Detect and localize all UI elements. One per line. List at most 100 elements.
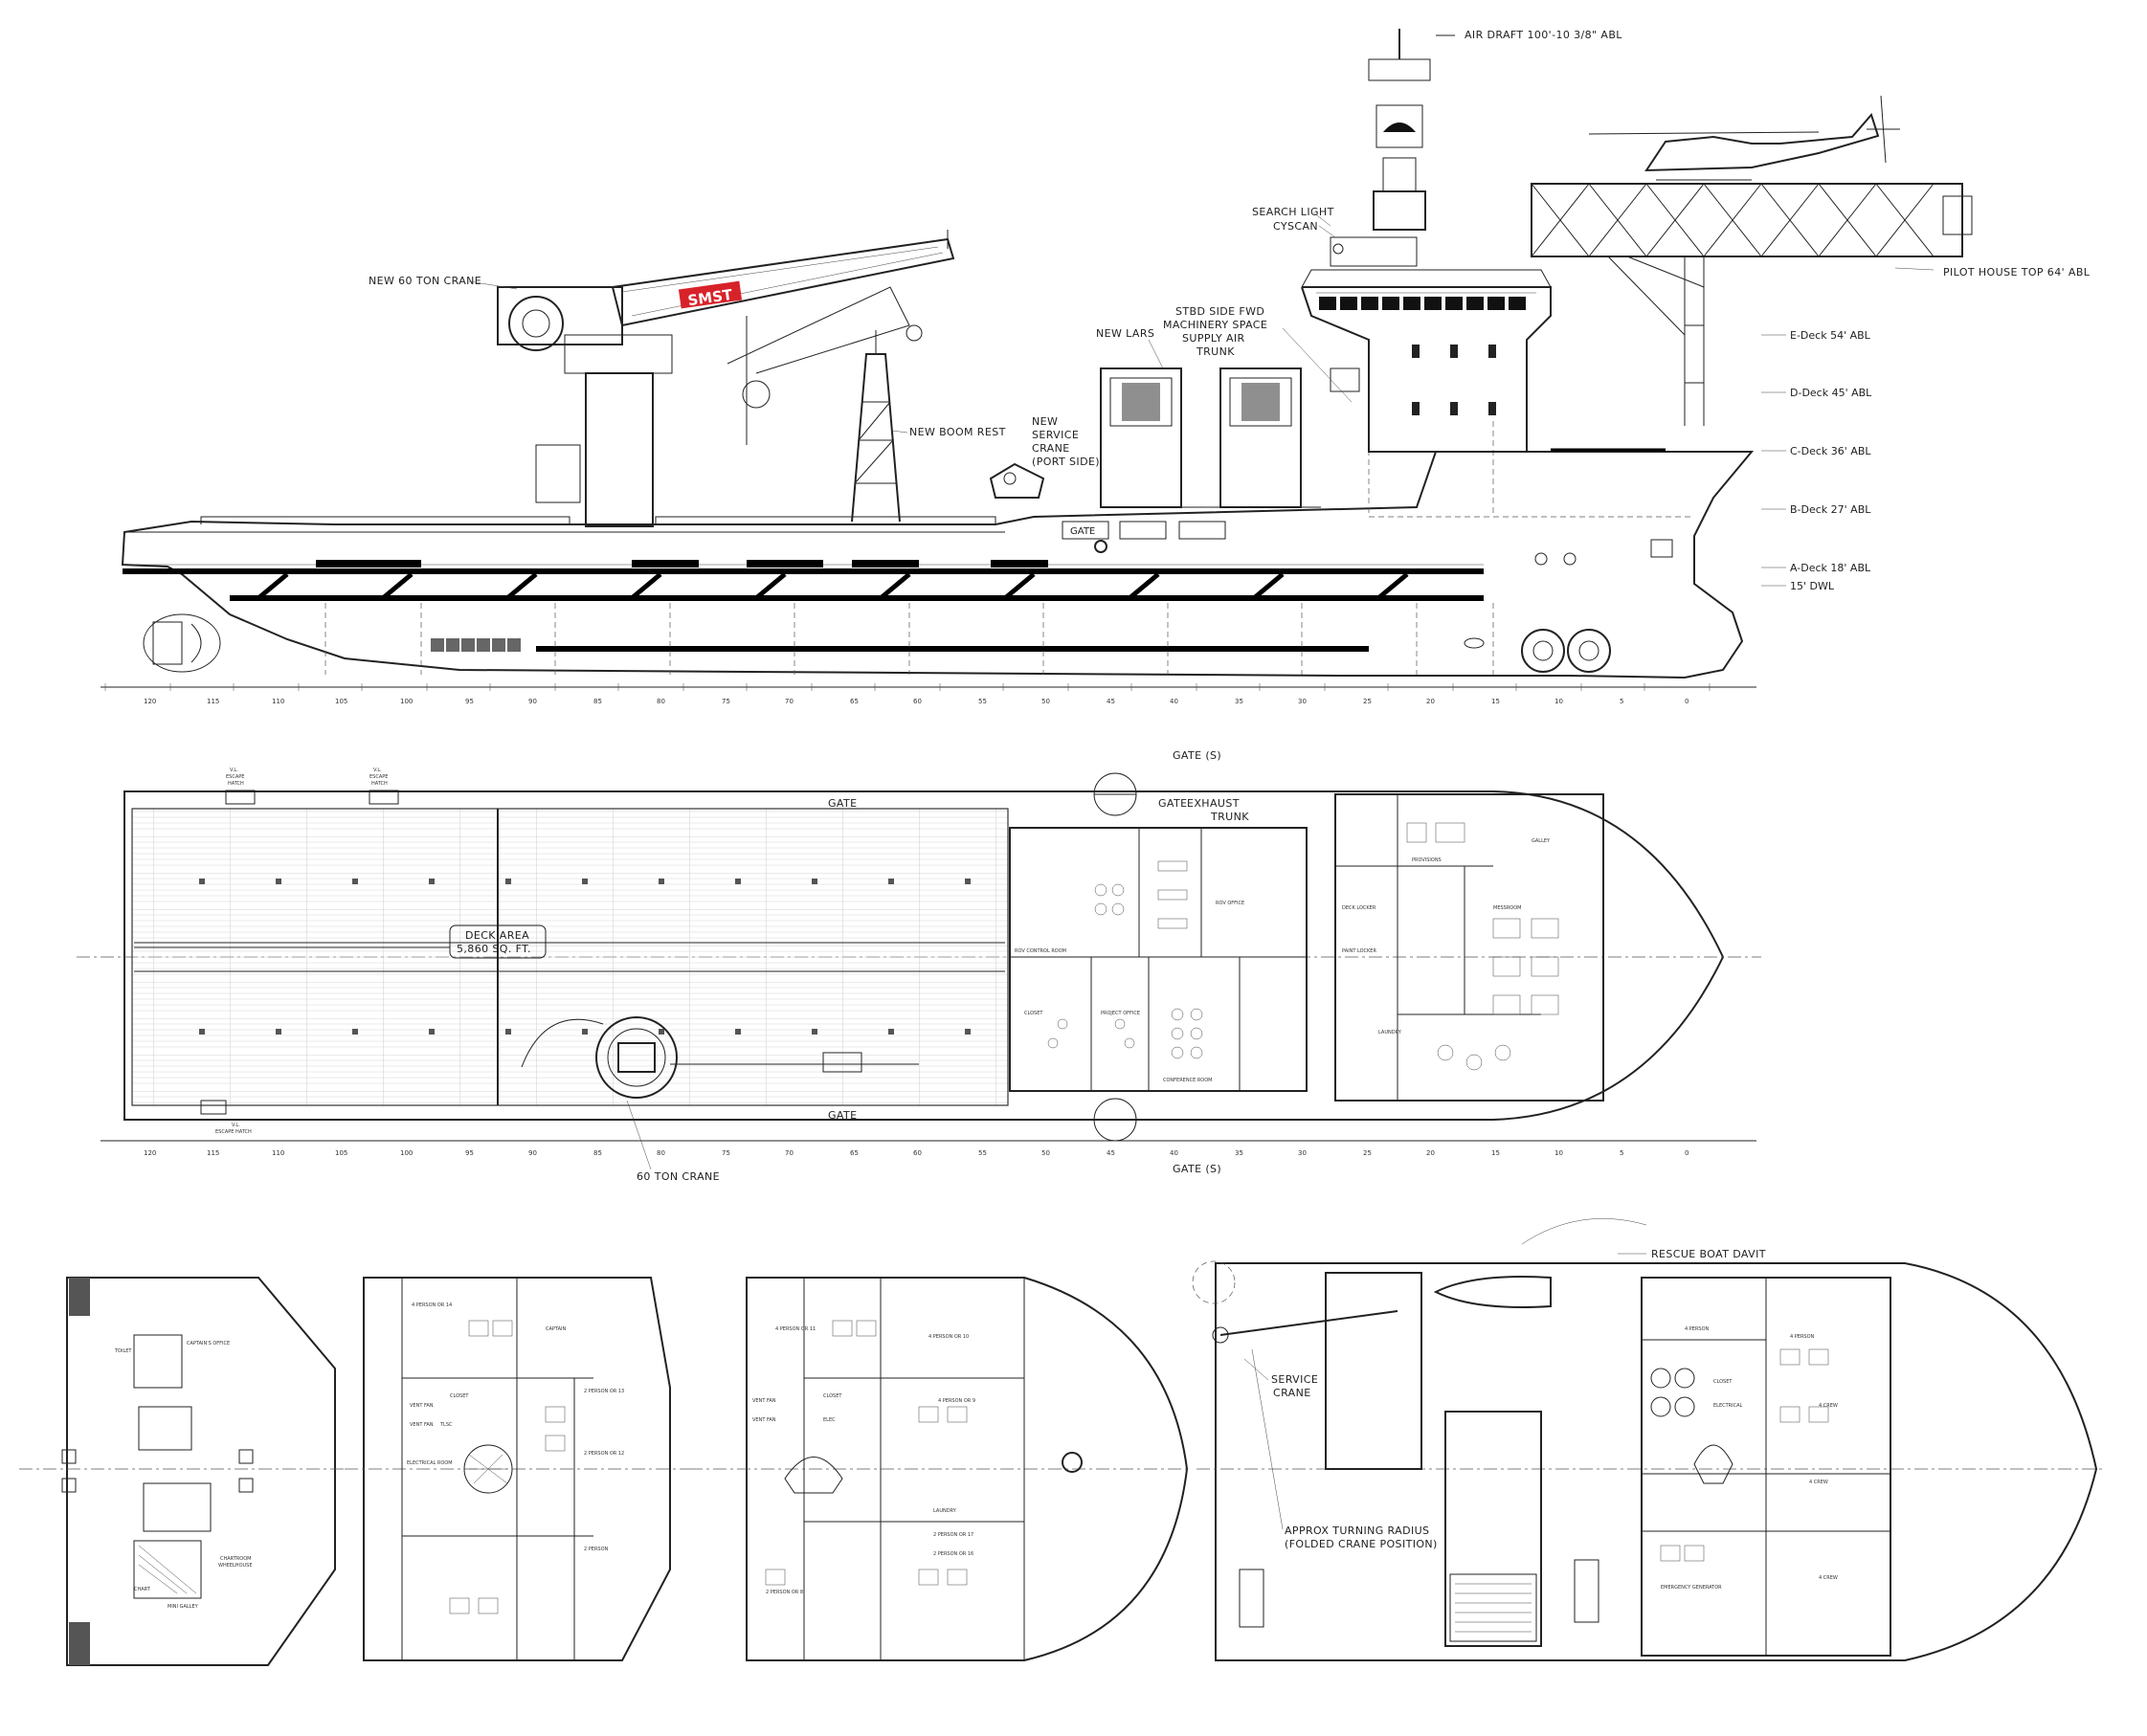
escape-hatches: V.L. ESCAPE HATCH V.L. ESCAPE HATCH V.L.… [200, 768, 399, 1135]
crane-plan-label: 60 TON CRANE [637, 1170, 720, 1183]
svg-text:70: 70 [785, 698, 794, 705]
svg-text:CRANE: CRANE [1032, 442, 1070, 455]
turning-radius-label-2: (FOLDED CRANE POSITION) [1285, 1538, 1438, 1550]
svg-text:V.L.: V.L. [230, 768, 238, 773]
svg-text:ELEC: ELEC [823, 1417, 836, 1423]
svg-text:CAPTAIN'S OFFICE: CAPTAIN'S OFFICE [187, 1341, 230, 1347]
svg-text:2 PERSON OR 16: 2 PERSON OR 16 [933, 1551, 973, 1557]
stern-tanks [431, 638, 521, 652]
pilot-house-top-label: PILOT HOUSE TOP 64' ABL [1943, 266, 2091, 278]
svg-text:4 PERSON: 4 PERSON [1790, 1334, 1815, 1340]
svg-text:55: 55 [978, 698, 987, 705]
svg-text:4 PERSON OR 11: 4 PERSON OR 11 [775, 1326, 816, 1332]
svg-text:ELECTRICAL ROOM: ELECTRICAL ROOM [407, 1460, 453, 1466]
svg-text:CLOSET: CLOSET [1713, 1379, 1733, 1385]
frame-numbers-plan: 120 115 110 105 100 95 90 85 80 75 70 65… [144, 1149, 1689, 1157]
hull-outline [121, 451, 1755, 679]
svg-text:SUPPLY AIR: SUPPLY AIR [1182, 332, 1245, 345]
svg-text:TRUNK: TRUNK [1196, 345, 1235, 358]
mast [1330, 29, 1431, 267]
svg-text:60: 60 [913, 1149, 922, 1157]
deck-area-value: 5,860 SQ. FT. [457, 943, 531, 955]
svg-text:60: 60 [913, 698, 922, 705]
svg-text:2 PERSON OR 8: 2 PERSON OR 8 [766, 1590, 803, 1595]
svg-text:V.L.: V.L. [232, 1123, 240, 1128]
svg-text:MINI GALLEY: MINI GALLEY [168, 1604, 199, 1610]
gate-s-bottom-label: GATE (S) [1173, 1163, 1221, 1175]
svg-text:CHART: CHART [134, 1587, 151, 1592]
svg-text:100: 100 [400, 698, 413, 705]
gate-label-mid: GATE [1158, 797, 1187, 810]
svg-text:TOILET: TOILET [114, 1348, 132, 1354]
svg-text:110: 110 [272, 1149, 284, 1157]
svg-text:4 PERSON OR 10: 4 PERSON OR 10 [928, 1334, 969, 1340]
svg-text:65: 65 [850, 698, 859, 705]
svg-text:90: 90 [528, 1149, 537, 1157]
svg-text:105: 105 [335, 698, 347, 705]
svg-text:ESCAPE: ESCAPE [226, 774, 244, 780]
svg-text:120: 120 [144, 698, 156, 705]
svg-text:D-Deck 45' ABL: D-Deck 45' ABL [1790, 387, 1872, 399]
svg-text:MACHINERY SPACE: MACHINERY SPACE [1163, 319, 1267, 331]
svg-text:NEW: NEW [1032, 415, 1058, 428]
svg-text:115: 115 [207, 1149, 219, 1157]
svg-text:0: 0 [1685, 1149, 1689, 1157]
boom-rest [851, 330, 901, 523]
deck-diagonals [257, 572, 1409, 600]
svg-text:70: 70 [785, 1149, 794, 1157]
gate-label-bottom: GATE [828, 1109, 857, 1122]
svg-text:2 PERSON OR 13: 2 PERSON OR 13 [584, 1389, 624, 1394]
svg-text:2 PERSON OR 17: 2 PERSON OR 17 [933, 1532, 973, 1538]
svg-text:CLOSET: CLOSET [450, 1393, 469, 1399]
svg-text:ROV OFFICE: ROV OFFICE [1216, 901, 1244, 906]
frame-ticks-profile [104, 683, 1711, 691]
svg-text:MESSROOM: MESSROOM [1493, 905, 1521, 911]
d-deck-plan: 4 PERSON OR 14 CAPTAIN 2 PERSON OR 13 2 … [345, 1277, 689, 1661]
deck-area-label: DECK AREA [465, 929, 529, 942]
svg-text:75: 75 [722, 1149, 730, 1157]
svg-text:PROJECT OFFICE: PROJECT OFFICE [1101, 1011, 1140, 1016]
service-crane-label-2: CRANE [1273, 1387, 1311, 1399]
gate-s-top-label: GATE (S) [1173, 749, 1221, 762]
svg-text:115: 115 [207, 698, 219, 705]
svg-text:15: 15 [1491, 698, 1500, 705]
svg-text:VENT FAN: VENT FAN [752, 1398, 776, 1404]
svg-text:40: 40 [1170, 1149, 1178, 1157]
svg-text:55: 55 [978, 1149, 987, 1157]
svg-text:25: 25 [1363, 698, 1372, 705]
svg-text:4 CREW: 4 CREW [1819, 1575, 1838, 1581]
svg-text:HATCH: HATCH [228, 781, 244, 787]
main-deck-plan: 120 115 110 105 100 95 90 85 80 75 70 65… [77, 749, 1761, 1183]
svg-text:VENT FAN: VENT FAN [410, 1403, 434, 1409]
svg-text:WHEELHOUSE: WHEELHOUSE [218, 1563, 253, 1569]
helideck [1531, 183, 1973, 426]
svg-text:4 PERSON OR 14: 4 PERSON OR 14 [412, 1302, 452, 1308]
air-draft-label: AIR DRAFT 100'-10 3/8" ABL [1465, 29, 1622, 41]
svg-text:30: 30 [1298, 698, 1307, 705]
exhaust-trunk-label-1: EXHAUST [1187, 797, 1240, 810]
svg-text:10: 10 [1554, 1149, 1563, 1157]
bow-thrusters [1464, 629, 1611, 673]
svg-text:30: 30 [1298, 1149, 1307, 1157]
svg-text:95: 95 [465, 698, 474, 705]
svg-text:PROVISIONS: PROVISIONS [1412, 857, 1442, 863]
svg-text:PAINT LOCKER: PAINT LOCKER [1342, 948, 1376, 954]
svg-text:15: 15 [1491, 1149, 1500, 1157]
svg-text:120: 120 [144, 1149, 156, 1157]
b-deck-plan: 4 PERSON 4 PERSON 4 CREW 4 CREW 4 CREW E… [1192, 1218, 2106, 1661]
svg-text:85: 85 [593, 1149, 602, 1157]
galley-mess-block: PROVISIONS GALLEY MESSROOM DECK LOCKER P… [1334, 793, 1604, 1102]
stbd-trunk-label: STBD SIDE FWD MACHINERY SPACE SUPPLY AIR… [1163, 305, 1267, 358]
svg-text:5: 5 [1620, 1149, 1623, 1157]
svg-text:STBD SIDE FWD: STBD SIDE FWD [1175, 305, 1264, 318]
svg-text:35: 35 [1235, 698, 1243, 705]
cargo-deck-grid [131, 808, 1009, 1106]
svg-text:75: 75 [722, 698, 730, 705]
lars-frames [1100, 367, 1321, 508]
svg-text:CLOSET: CLOSET [1024, 1011, 1043, 1016]
deck-thick-plates [316, 560, 1048, 568]
frame-numbers-profile: 120 115 110 105 100 95 90 85 80 75 70 65… [144, 698, 1689, 705]
svg-text:ESCAPE: ESCAPE [369, 774, 388, 780]
new-boom-rest-label: NEW BOOM REST [909, 426, 1006, 438]
